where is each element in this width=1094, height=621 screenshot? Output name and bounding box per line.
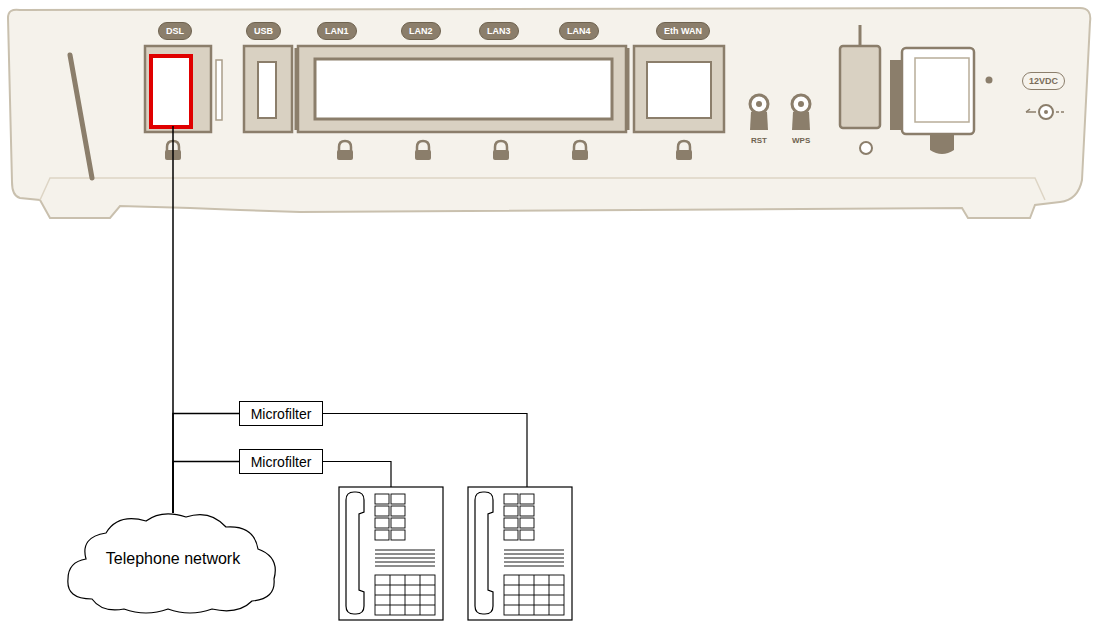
port-label: Eth WAN xyxy=(656,22,710,40)
power-label: 12VDC xyxy=(1022,72,1065,90)
phone-cord xyxy=(323,414,527,488)
port-label: DSL xyxy=(158,22,192,40)
filter-label: Microfilter xyxy=(251,454,312,470)
button-label: RST xyxy=(751,136,767,145)
telephone xyxy=(468,487,572,620)
phone-cord xyxy=(323,462,391,488)
filter-box: Microfilter xyxy=(239,449,323,474)
port-label: LAN4 xyxy=(559,22,599,40)
network-cloud: Telephone network xyxy=(62,507,284,617)
filter-box: Microfilter xyxy=(239,401,323,426)
port-label: LAN2 xyxy=(401,22,441,40)
port-label: USB xyxy=(246,22,281,40)
filter-label: Microfilter xyxy=(251,406,312,422)
telephone xyxy=(339,487,443,620)
port-label: LAN3 xyxy=(479,22,519,40)
phone-line xyxy=(173,414,239,514)
port-label: LAN1 xyxy=(317,22,357,40)
phone-line xyxy=(173,462,239,514)
button-label: WPS xyxy=(792,136,810,145)
cloud-label: Telephone network xyxy=(106,550,240,568)
